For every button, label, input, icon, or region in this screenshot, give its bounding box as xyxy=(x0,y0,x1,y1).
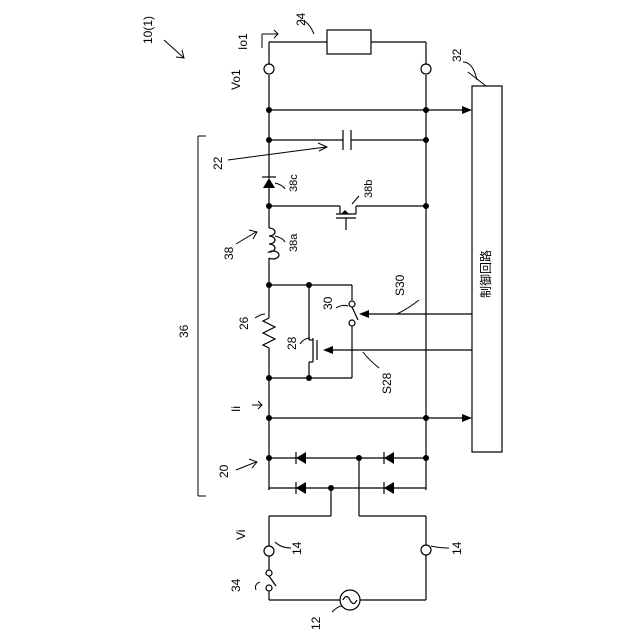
rectifier-label: 20 xyxy=(217,464,231,478)
input-terminal-bottom-label: 14 xyxy=(450,541,464,555)
load-resistor xyxy=(327,30,371,54)
inductor-38a xyxy=(269,228,279,259)
fet-28-label: 28 xyxy=(285,336,299,350)
output-terminal-right xyxy=(421,64,431,74)
input-section xyxy=(264,516,431,610)
output-voltage-label: Vo1 xyxy=(229,69,243,90)
resistor-label: 26 xyxy=(237,316,251,330)
bridge-rectifier xyxy=(266,452,429,516)
figure-ref-label: 10(1) xyxy=(141,16,155,44)
input-terminal-left xyxy=(264,546,274,556)
input-terminal-right xyxy=(421,545,431,555)
ii-sense-line xyxy=(252,401,472,422)
control-block-number: 32 xyxy=(450,48,464,62)
load-label: 24 xyxy=(294,12,308,26)
switch-30-label: 30 xyxy=(321,296,335,310)
rectifier-arrow xyxy=(236,459,257,470)
converter-arrow xyxy=(236,230,257,244)
diode-38c xyxy=(262,177,276,188)
resistor-26 xyxy=(263,282,352,381)
capacitor-label: 22 xyxy=(211,156,225,170)
signal-s30-label: S30 xyxy=(393,274,407,296)
block-36-bracket xyxy=(198,136,206,496)
input-voltage-label: Vi xyxy=(234,530,248,540)
inductor-38a-label: 38a xyxy=(288,233,300,252)
output-current-label: Io1 xyxy=(236,33,250,50)
capacitor xyxy=(266,130,429,150)
fet-28 xyxy=(309,285,317,378)
block-36-label: 36 xyxy=(177,324,191,338)
figure-arrow xyxy=(164,40,184,58)
output-current-arrow xyxy=(262,30,278,48)
signal-s28-label: S28 xyxy=(380,372,394,394)
switch-38b-label: 38b xyxy=(363,180,375,198)
diode-38c-label: 38c xyxy=(288,174,300,192)
breaker-label: 34 xyxy=(229,578,243,592)
switch-38b xyxy=(266,196,429,230)
output-section xyxy=(262,30,431,74)
capacitor-pointer xyxy=(228,143,327,160)
signal-s28-line xyxy=(323,346,472,354)
converter-label: 38 xyxy=(222,246,236,260)
control-block-text: 制御回路 xyxy=(478,250,493,298)
output-terminal-left xyxy=(264,64,274,74)
vo-sense-line xyxy=(266,106,472,114)
ac-source-label: 12 xyxy=(309,616,323,630)
signal-s30-line xyxy=(359,310,472,318)
input-current-label: Ii xyxy=(229,406,243,412)
input-terminal-top-label: 14 xyxy=(290,541,304,555)
switch-30 xyxy=(349,285,358,378)
